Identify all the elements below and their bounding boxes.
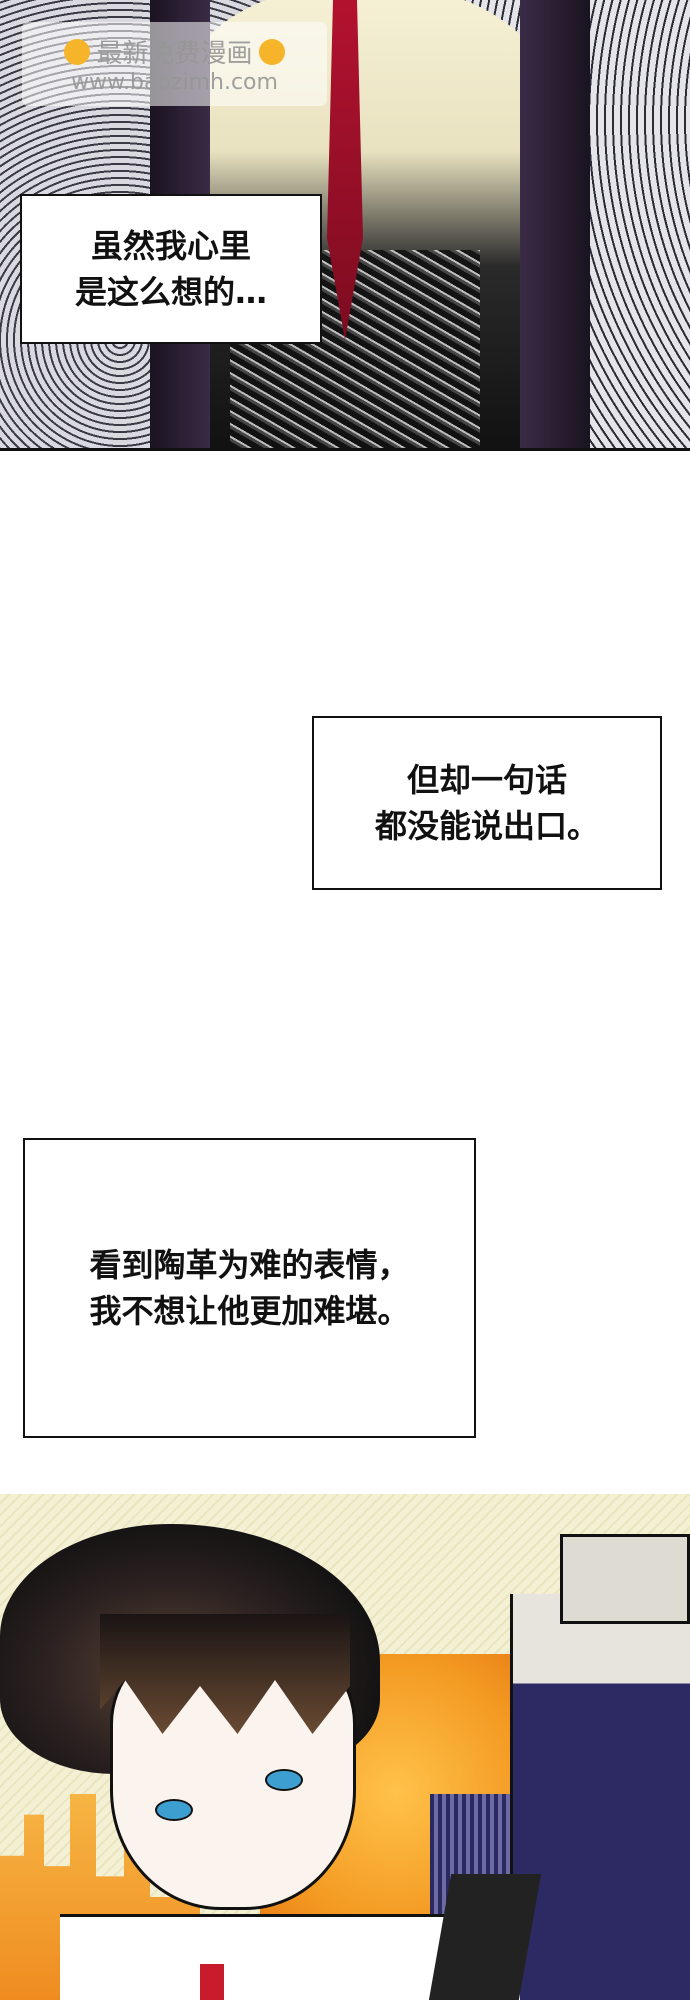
building-top [560, 1534, 690, 1624]
caption-line: 我不想让他更加难堪。 [89, 1292, 410, 1330]
pointing-hand-icon [64, 38, 91, 65]
caption-box: 看到陶革为难的表情， 我不想让他更加难堪。 [23, 1138, 476, 1438]
eye-right [265, 1769, 303, 1791]
caption-line: 虽然我心里 [90, 226, 251, 265]
caption-line: 但却一句话 [406, 760, 567, 799]
caption-line: 都没能说出口。 [374, 807, 599, 845]
caption-box: 虽然我心里 是这么想的… [20, 194, 322, 344]
watermark-text: 最新免费漫画 [96, 39, 253, 69]
watermark: 最新免费漫画 www.baozimh.com [22, 22, 327, 106]
pointing-hand-icon [258, 38, 285, 65]
watermark-url: www.baozimh.com [71, 70, 278, 95]
comic-panel-2 [0, 1494, 690, 2000]
eye-left [155, 1799, 193, 1821]
caption-line: 是这么想的… [74, 273, 267, 311]
hair-right [520, 0, 590, 448]
red-tie [200, 1964, 224, 2000]
caption-box: 但却一句话 都没能说出口。 [312, 716, 662, 890]
watermark-line1: 最新免费漫画 [64, 33, 285, 70]
caption-line: 看到陶革为难的表情， [89, 1245, 410, 1284]
building [510, 1594, 690, 2000]
